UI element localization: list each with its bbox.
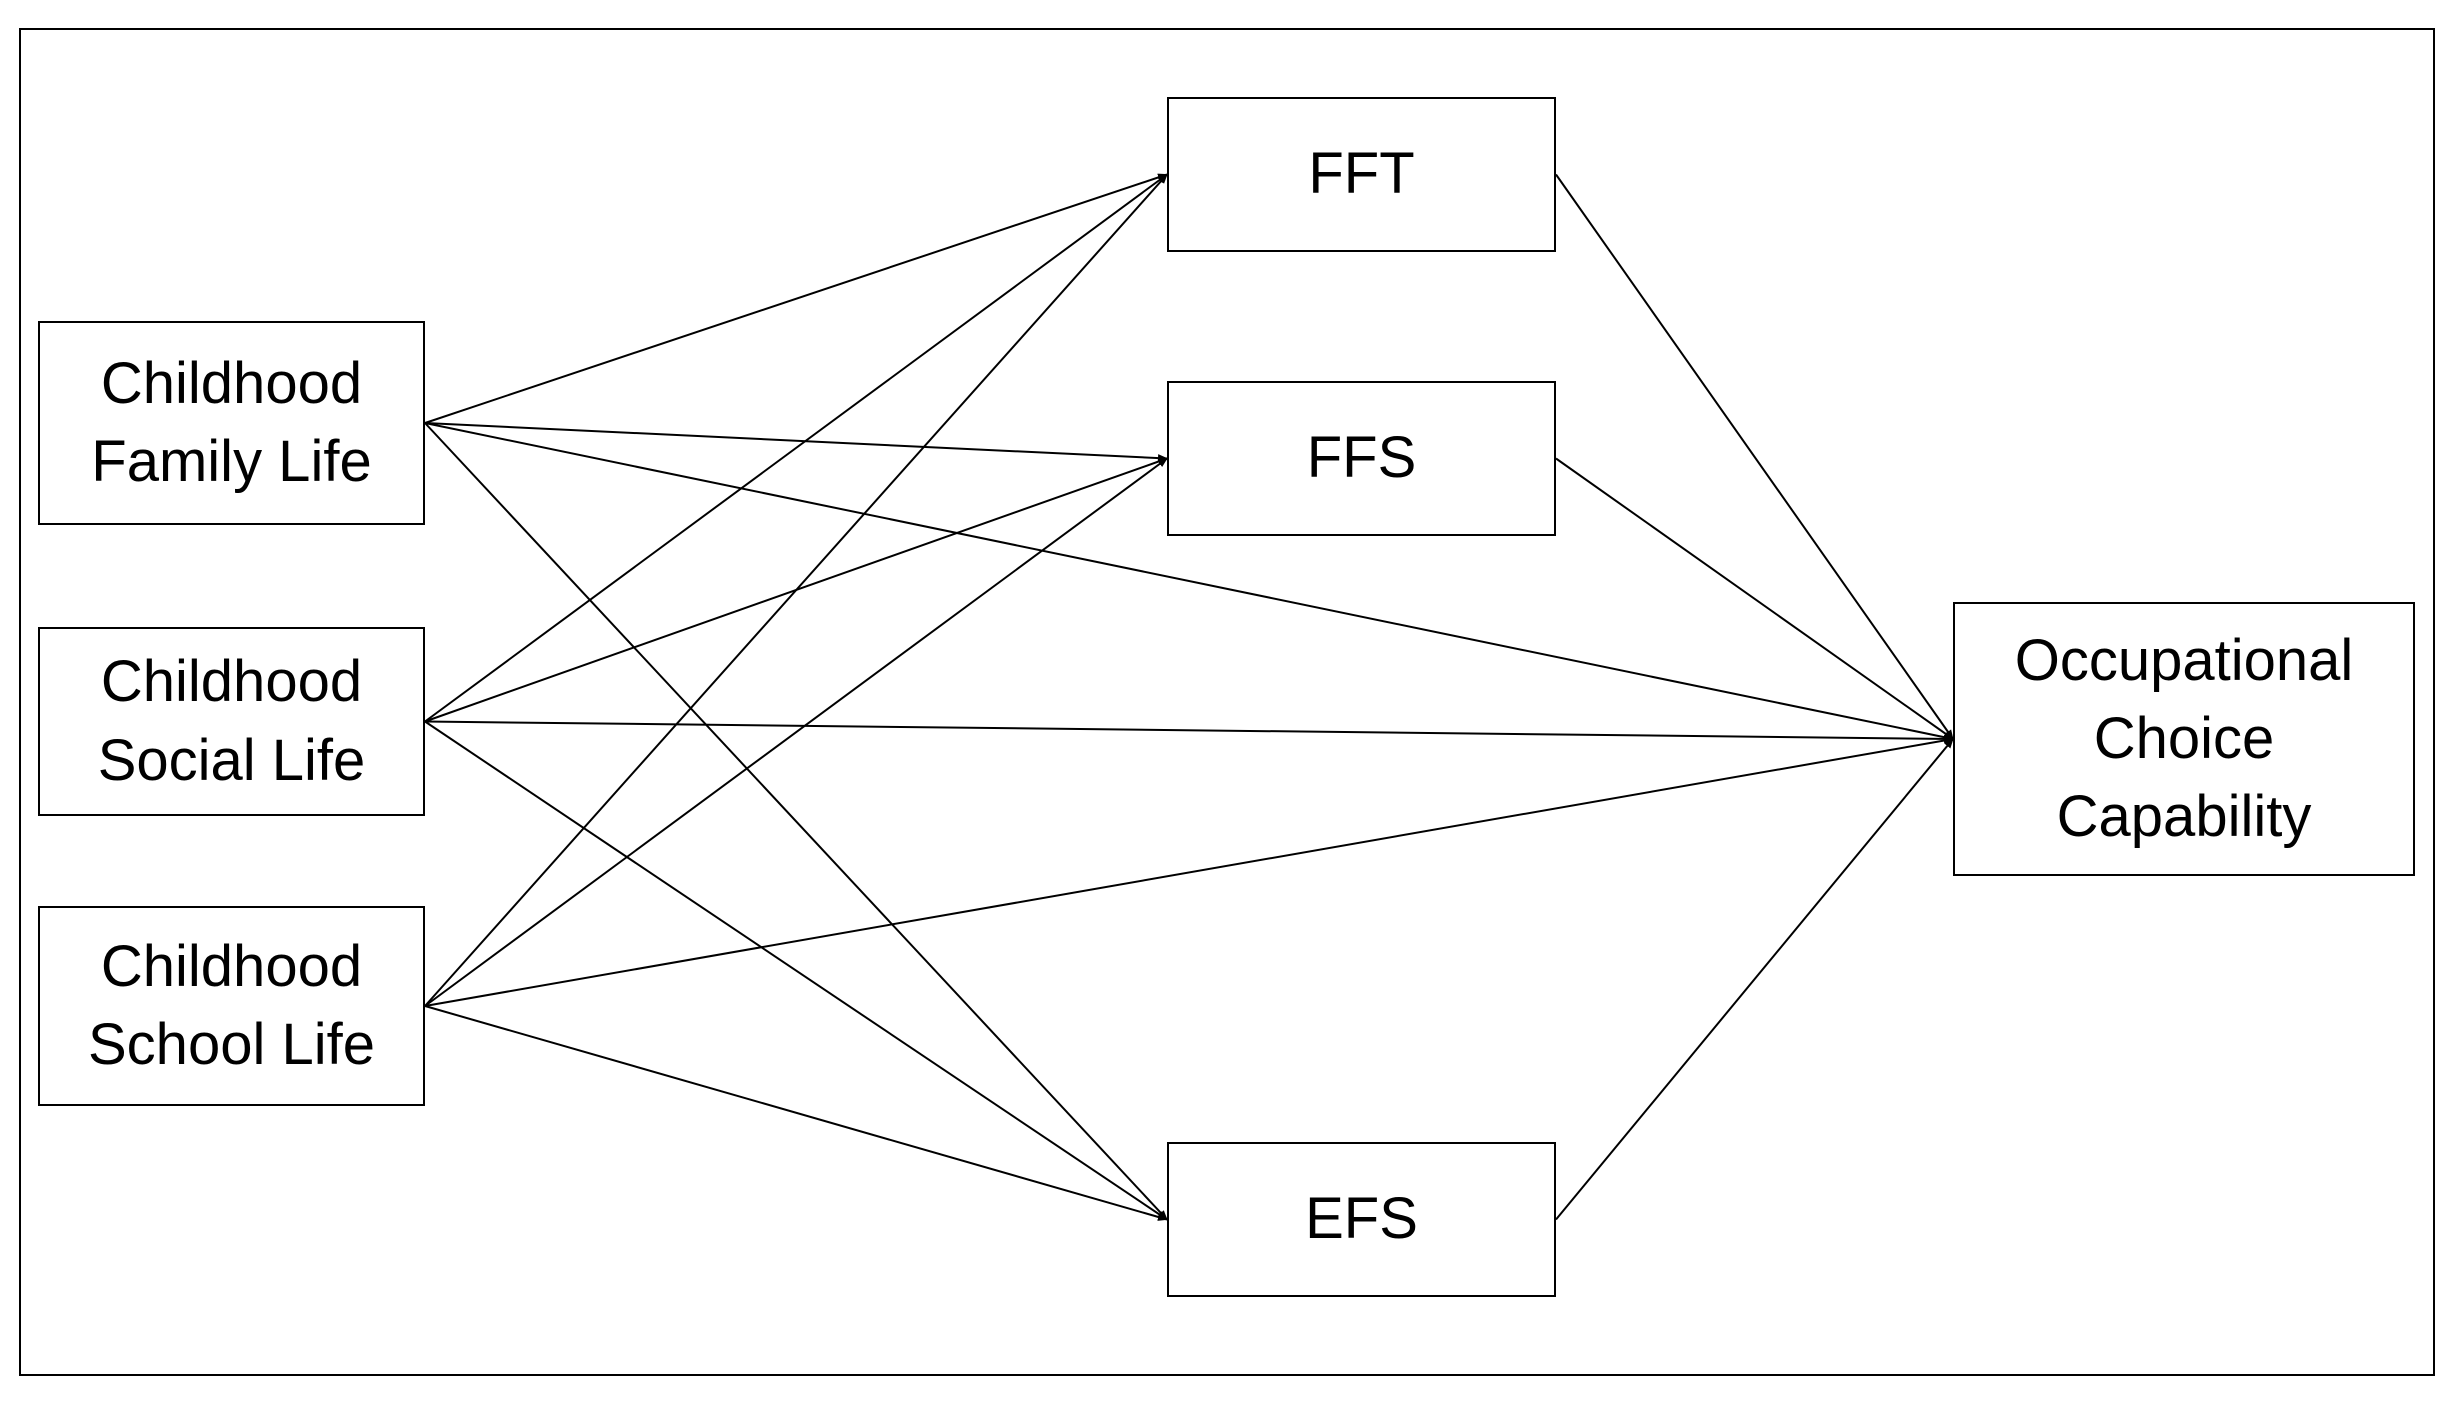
node-efs: EFS xyxy=(1167,1142,1556,1297)
edge-efs-to-occupational xyxy=(1555,738,1954,1221)
edge-school-to-fft xyxy=(424,173,1168,1007)
node-label-line: Choice xyxy=(2093,705,2275,771)
edge-family-to-efs xyxy=(424,422,1168,1221)
edge-ffs-to-occupational xyxy=(1555,457,1954,740)
edge-social-to-efs xyxy=(424,720,1168,1221)
node-label-line: Capability xyxy=(2056,784,2312,850)
edge-family-to-ffs xyxy=(424,422,1168,463)
edge-school-to-occupational xyxy=(424,736,1954,1007)
edge-family-to-fft xyxy=(424,173,1168,424)
node-fft: FFT xyxy=(1167,97,1556,252)
node-childhood-school-life: Childhood School Life xyxy=(38,906,425,1106)
edge-fft-to-occupational xyxy=(1555,173,1954,740)
node-label-line: EFS xyxy=(1305,1186,1418,1252)
edge-school-to-efs xyxy=(424,1005,1168,1221)
node-label-line: School Life xyxy=(88,1012,375,1077)
node-label-line: Family Life xyxy=(91,429,372,494)
node-label-line: FFT xyxy=(1308,141,1415,207)
edge-family-to-occupational xyxy=(424,422,1954,742)
edge-social-to-occupational xyxy=(424,720,1954,743)
node-occupational-choice-capability: Occupational Choice Capability xyxy=(1953,602,2415,876)
node-label-line: Social Life xyxy=(97,727,366,793)
node-label-line: Occupational xyxy=(2014,627,2354,693)
node-label-line: FFS xyxy=(1306,425,1417,491)
node-label-line: Childhood xyxy=(100,933,363,999)
diagram-frame xyxy=(19,28,2435,1376)
edge-school-to-ffs xyxy=(424,457,1168,1007)
node-childhood-social-life: Childhood Social Life xyxy=(38,627,425,816)
node-childhood-family-life: Childhood Family Life xyxy=(38,321,425,525)
edge-social-to-fft xyxy=(424,173,1168,723)
node-label-line: Childhood xyxy=(100,350,363,416)
node-ffs: FFS xyxy=(1167,381,1556,536)
node-label-line: Childhood xyxy=(100,649,363,715)
